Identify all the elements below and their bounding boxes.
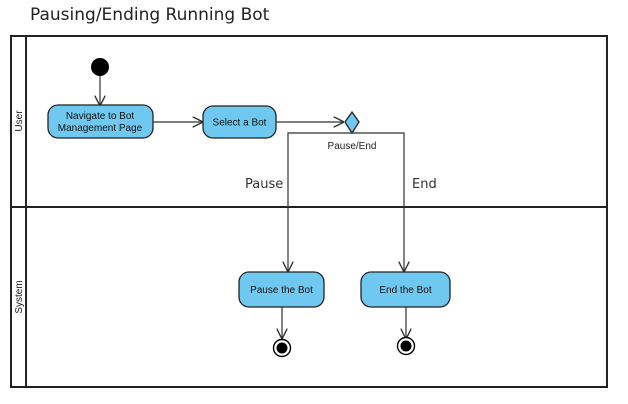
activity-pause-bot: Pause the Bot [238,271,325,308]
swimlane-frame [10,35,608,388]
activity-pause-bot-label: Pause the Bot [250,285,313,296]
activity-navigate-line1: Navigate to Bot [66,111,135,122]
diagram-title: Pausing/Ending Running Bot [30,5,270,25]
edge-pause [288,132,352,271]
edge-end [352,132,404,271]
activity-select-label: Select a Bot [213,118,267,129]
activity-select: Select a Bot [202,105,277,139]
activity-navigate-line2: Management Page [58,123,143,134]
final-node-end [396,336,416,356]
final-node-pause [272,338,292,358]
activity-end-bot: End the Bot [360,271,451,308]
decision-node [344,110,360,135]
decision-label: Pause/End [328,141,377,152]
edge-label-pause: Pause [245,177,283,192]
edge-label-end: End [412,177,437,192]
lane-label-user: User [14,110,25,132]
initial-node [91,58,109,76]
lane-label-system: System [14,280,25,313]
activity-navigate: Navigate to Bot Management Page [47,104,154,139]
activity-end-bot-label: End the Bot [379,285,431,296]
